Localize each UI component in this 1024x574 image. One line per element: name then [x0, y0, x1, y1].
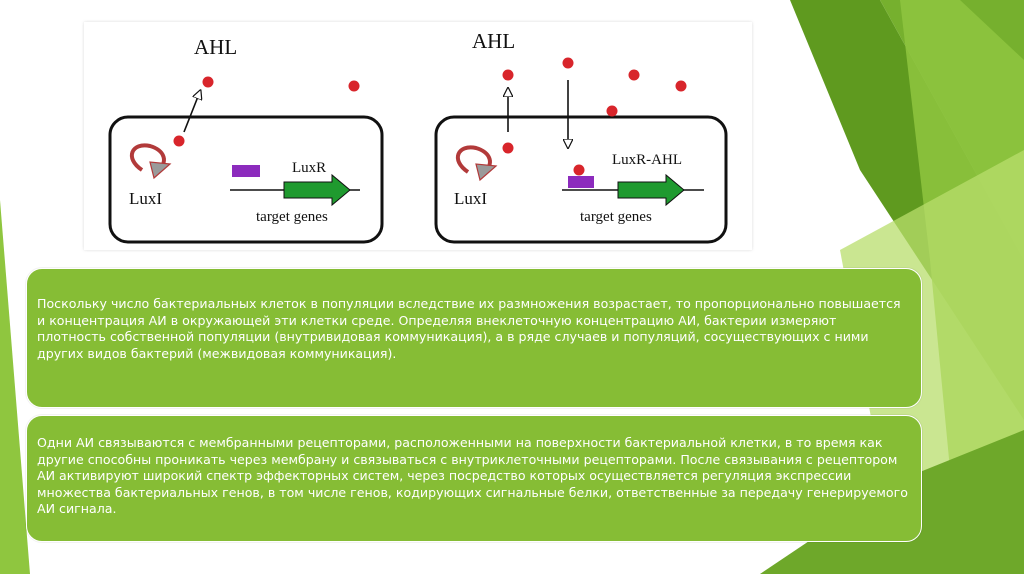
paragraph-receptor-binding: Одни АИ связываются с мембранными рецепт… — [37, 435, 908, 516]
bound-ahl-molecule — [573, 164, 585, 176]
luxi-synthase-arrow-head — [475, 163, 498, 182]
left-cell: AHL LuxI LuxR target genes — [108, 35, 384, 244]
ahl-molecule — [502, 142, 514, 154]
left-cell-membrane — [108, 115, 384, 244]
ahl-molecule — [606, 105, 618, 117]
target-gene-arrow — [617, 173, 685, 207]
ahl-molecule — [675, 80, 687, 92]
target-gene-arrow — [283, 173, 351, 207]
luxi-synthase-arrow-head — [149, 161, 172, 180]
left-ahl-label: AHL — [194, 35, 237, 59]
ahl-molecule — [173, 135, 185, 147]
text-box-population-density: Поскольку число бактериальных клеток в п… — [26, 268, 922, 408]
ahl-molecule — [562, 57, 574, 69]
luxr-ahl-complex — [568, 176, 594, 188]
text-box-receptor-binding: Одни АИ связываются с мембранными рецепт… — [26, 415, 922, 542]
luxr-receptor — [232, 165, 260, 177]
ahl-molecule — [628, 69, 640, 81]
left-target-genes-label: target genes — [256, 209, 328, 225]
right-luxr-ahl-label: LuxR-AHL — [612, 152, 682, 168]
export-arrow — [183, 94, 199, 133]
ahl-molecule — [202, 76, 214, 88]
left-luxi-label: LuxI — [129, 189, 162, 208]
paragraph-population-density: Поскольку число бактериальных клеток в п… — [37, 296, 901, 361]
right-ahl-label: AHL — [472, 29, 515, 53]
right-cell: AHL LuxI LuxR-AHL target genes — [434, 29, 728, 244]
ahl-molecule — [502, 69, 514, 81]
right-luxi-label: LuxI — [454, 189, 487, 208]
right-target-genes-label: target genes — [580, 209, 652, 225]
left-luxr-label: LuxR — [292, 160, 326, 176]
deco-shard-left — [0, 200, 30, 574]
quorum-sensing-diagram: AHL LuxI LuxR target genes AHL — [84, 22, 752, 250]
ahl-molecule — [348, 80, 360, 92]
